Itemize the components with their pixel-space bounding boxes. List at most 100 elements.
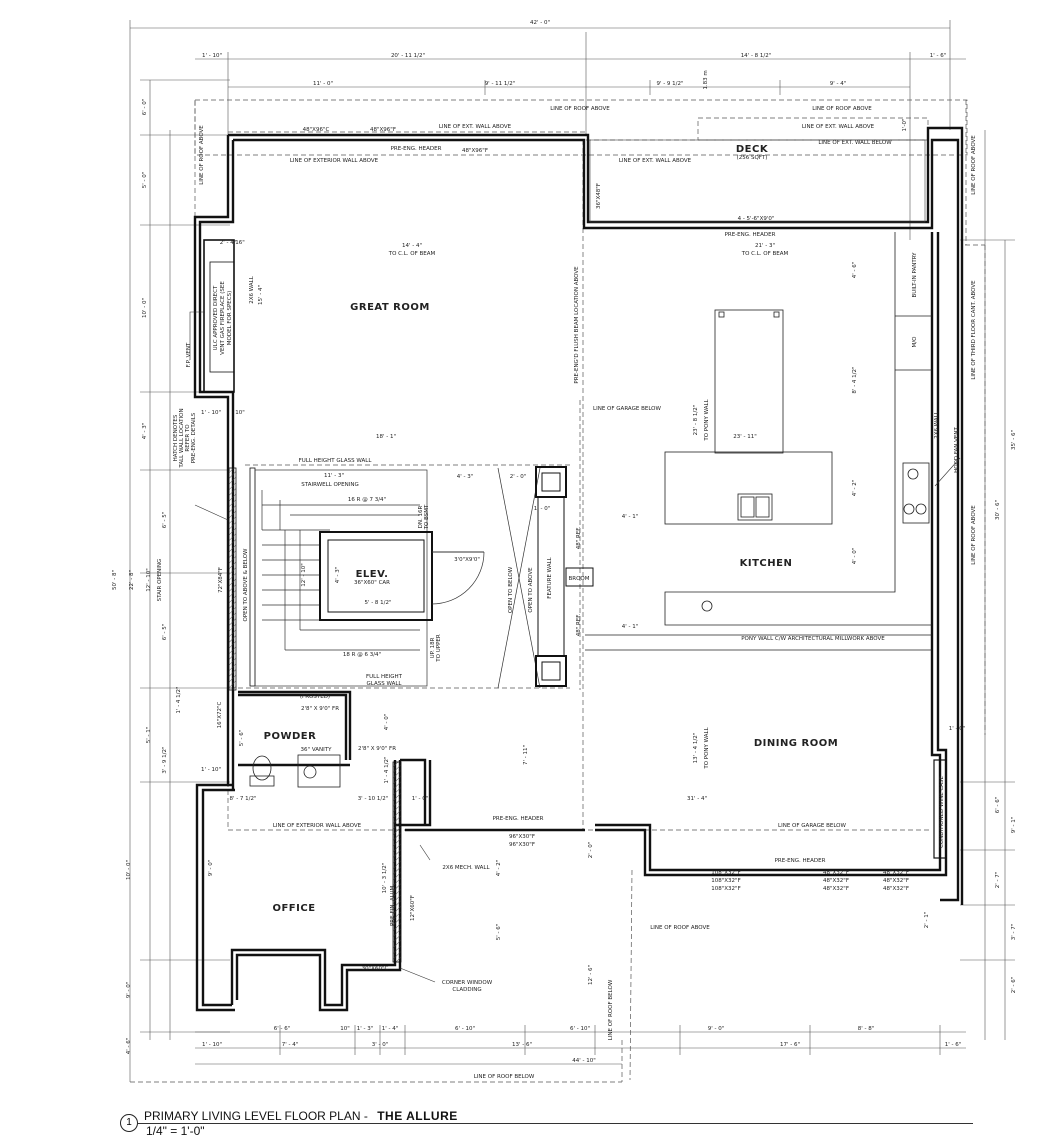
- walls: [193, 126, 964, 1012]
- note-open-to-above-below: OPEN TO ABOVE & BELOW: [243, 548, 249, 622]
- note-door-3x9: 3'0"X9'0": [454, 557, 480, 563]
- dim-8-7: 8' - 7 1/2": [229, 796, 256, 802]
- note-dn-bsmt-2: TO BSMT: [424, 504, 430, 530]
- dim-9-0: 9' - 0": [208, 860, 214, 877]
- dim-left-1-4: 1' - 4 1/2": [176, 686, 182, 713]
- note-roof-above-top-2: LINE OF ROOF ABOVE: [812, 106, 872, 112]
- dim-right-2-6: 2' - 6": [1011, 977, 1017, 994]
- note-ext-wall-above-2: LINE OF EXT. WALL ABOVE: [802, 124, 875, 130]
- note-stair-up: 18 R @ 6 3/4": [343, 652, 381, 658]
- note-ext-wall-below: LINE OF EXT. WALL BELOW: [818, 140, 892, 146]
- note-open-to-below: OPEN TO BELOW: [508, 566, 514, 613]
- note-win-48-4: 48"X32"F: [883, 870, 909, 876]
- dim-right-30-6: 30' - 6": [995, 500, 1001, 520]
- dim-1-4: 1' - 4 1/2": [384, 756, 390, 783]
- note-mech-wall: 2X6 MECH. WALL: [442, 865, 490, 871]
- note-pony-wall: PONY WALL C/W ARCHITECTURAL MILLWORK ABO…: [741, 636, 885, 642]
- note-ext-wall-above: LINE OF EXT. WALL ABOVE: [439, 124, 512, 130]
- note-vanity: 36" VANITY: [301, 747, 333, 753]
- note-win-48-3: 48"X32"F: [823, 886, 849, 892]
- dim-top-d: 1' - 6": [930, 53, 947, 59]
- dim-4-3b: 4' - 3": [335, 567, 341, 584]
- note-win-108-3: 108"X32"F: [711, 886, 741, 892]
- note-pre-eng-header-2: PRE-ENG. HEADER: [725, 232, 776, 238]
- dim-3-10: 3' - 10 1/2": [358, 796, 389, 802]
- note-frosted: (FROSTED): [300, 694, 330, 700]
- dim-right-6-6: 6' - 6": [995, 797, 1001, 814]
- broom-closet: BROOM: [569, 576, 590, 582]
- dim-10-3: 10' - 3 1/2": [382, 863, 388, 894]
- dim-top-i: 1'-0": [902, 118, 908, 131]
- note-pre-eng-header-4: PRE-ENG. HEADER: [775, 858, 826, 864]
- stair-elevator: [254, 467, 541, 689]
- feature-wall-columns: [535, 466, 594, 687]
- note-to-cl-beam-1: TO C.L. OF BEAM: [388, 251, 436, 257]
- note-garage-below-2: LINE OF GARAGE BELOW: [778, 823, 846, 829]
- dim-4-2: 4' - 2": [852, 480, 858, 497]
- dim-1-10b: 1' - 10": [201, 767, 221, 773]
- dim-left-4-6: 4' - 6": [126, 1038, 132, 1055]
- dim-top-a: 1' - 10": [202, 53, 222, 59]
- note-roof-below-bottom: LINE OF ROOF BELOW: [474, 1074, 535, 1080]
- note-full-height-glass-2a: FULL HEIGHT: [366, 674, 403, 680]
- dim-bot-3-0: 3' - 0": [372, 1042, 389, 1048]
- leader-lines: [189, 311, 961, 983]
- dim-2-1: 2' - 1": [924, 912, 930, 929]
- dim-left-6-5b: 6' - 5": [162, 624, 168, 641]
- dim-right-35-6: 35' - 6": [1011, 430, 1017, 450]
- dim-18-1: 18' - 1": [376, 434, 396, 440]
- note-door-powder: 2'8" X 9'0" FR: [358, 746, 396, 752]
- dim-left-6-0: 6' - 0": [142, 99, 148, 116]
- dim-left-4-3: 4' - 3": [142, 423, 148, 440]
- notes: LINE OF ROOF ABOVE LINE OF ROOF ABOVE LI…: [220, 106, 909, 1080]
- note-win-48-5: 48"X32"F: [883, 878, 909, 884]
- note-flush-beam: PRE-ENG'D FLUSH BEAM LOCATION ABOVE: [574, 266, 580, 384]
- dim-bot-1-4: 1' - 4": [382, 1026, 399, 1032]
- note-window-48x96c: 48"X96"C: [303, 127, 330, 133]
- note-corner-win: 30"X60"C: [362, 966, 389, 972]
- note-exterior-wall-above: LINE OF EXTERIOR WALL ABOVE: [290, 158, 379, 164]
- note-full-height-glass-2b: GLASS WALL: [367, 681, 403, 687]
- dashed-lines: [130, 99, 986, 1083]
- note-fireplace-3: MODEL FOR SPECS): [227, 291, 233, 345]
- dim-bot-7-4: 7' - 4": [282, 1042, 299, 1048]
- dim-bot-9-0: 9' - 0": [708, 1026, 725, 1032]
- deck-outline: [589, 139, 926, 223]
- dim-bot-6-10: 6' - 10": [455, 1026, 475, 1032]
- dim-5-8: 5' - 8 1/2": [364, 600, 391, 606]
- dim-4-0: 4' - 0": [852, 548, 858, 565]
- dim-4-2b: 4' - 2": [496, 860, 502, 877]
- dim-bot-10: 10": [340, 1026, 350, 1032]
- note-win-108-2: 108"X32"F: [711, 878, 741, 884]
- dim-left-3-9: 3' - 9 1/2": [162, 746, 168, 773]
- note-hatch-4: PRE-ENG. DETAILS: [191, 412, 197, 463]
- dim-bot-8-8: 8' - 8": [858, 1026, 875, 1032]
- project-name: THE ALLURE: [377, 1109, 458, 1123]
- drawing-number: 1: [120, 1114, 138, 1132]
- dim-23-8: 23' - 8 1/2": [693, 405, 699, 436]
- floor-plan-drawing: GREAT ROOM KITCHEN DINING ROOM OFFICE PO…: [112, 20, 1017, 1083]
- dim-left-9-0: 9' - 0": [126, 982, 132, 999]
- note-roof-below-vertical: LINE OF ROOF BELOW: [608, 979, 614, 1040]
- dim-left-10-0: 10' - 0": [142, 298, 148, 318]
- dim-top-overall: 42' - 0": [530, 20, 550, 26]
- dim-4-3: 4' - 3": [457, 474, 474, 480]
- note-fireplace-1: ULC APPROVED DIRECT: [213, 285, 219, 350]
- dim-right-9-1: 9' - 1": [1011, 817, 1017, 834]
- dim-11-3: 11' - 3": [324, 473, 344, 479]
- dim-bot-1-3: 1' - 3": [357, 1026, 374, 1032]
- dim-left-12-10: 12' - 10": [146, 568, 152, 592]
- note-third-floor-cant: LINE OF THIRD FLOOR CANT. ABOVE: [971, 280, 977, 380]
- note-ref-2: 48" REF.: [576, 613, 582, 636]
- note-corner-clad-1: CORNER WINDOW: [442, 980, 493, 986]
- dim-kitchen-width: 21' - 3": [755, 243, 775, 249]
- note-hatch-1: HATCH DENOTES: [173, 414, 179, 461]
- note-pre-eng-header-3: PRE-ENG. HEADER: [493, 816, 544, 822]
- note-roof-above-bottom: LINE OF ROOF ABOVE: [650, 925, 710, 931]
- dim-23-11: 23' - 11": [733, 434, 757, 440]
- note-feature-wall: FEATURE WALL: [547, 556, 553, 598]
- note-stairwell-opening: STAIRWELL OPENING: [301, 482, 358, 488]
- dimension-lines: [129, 20, 1015, 1082]
- elevator-car-size: 36"X60" CAR: [354, 580, 390, 586]
- note-window-36x48: 36"X48"F: [596, 183, 602, 209]
